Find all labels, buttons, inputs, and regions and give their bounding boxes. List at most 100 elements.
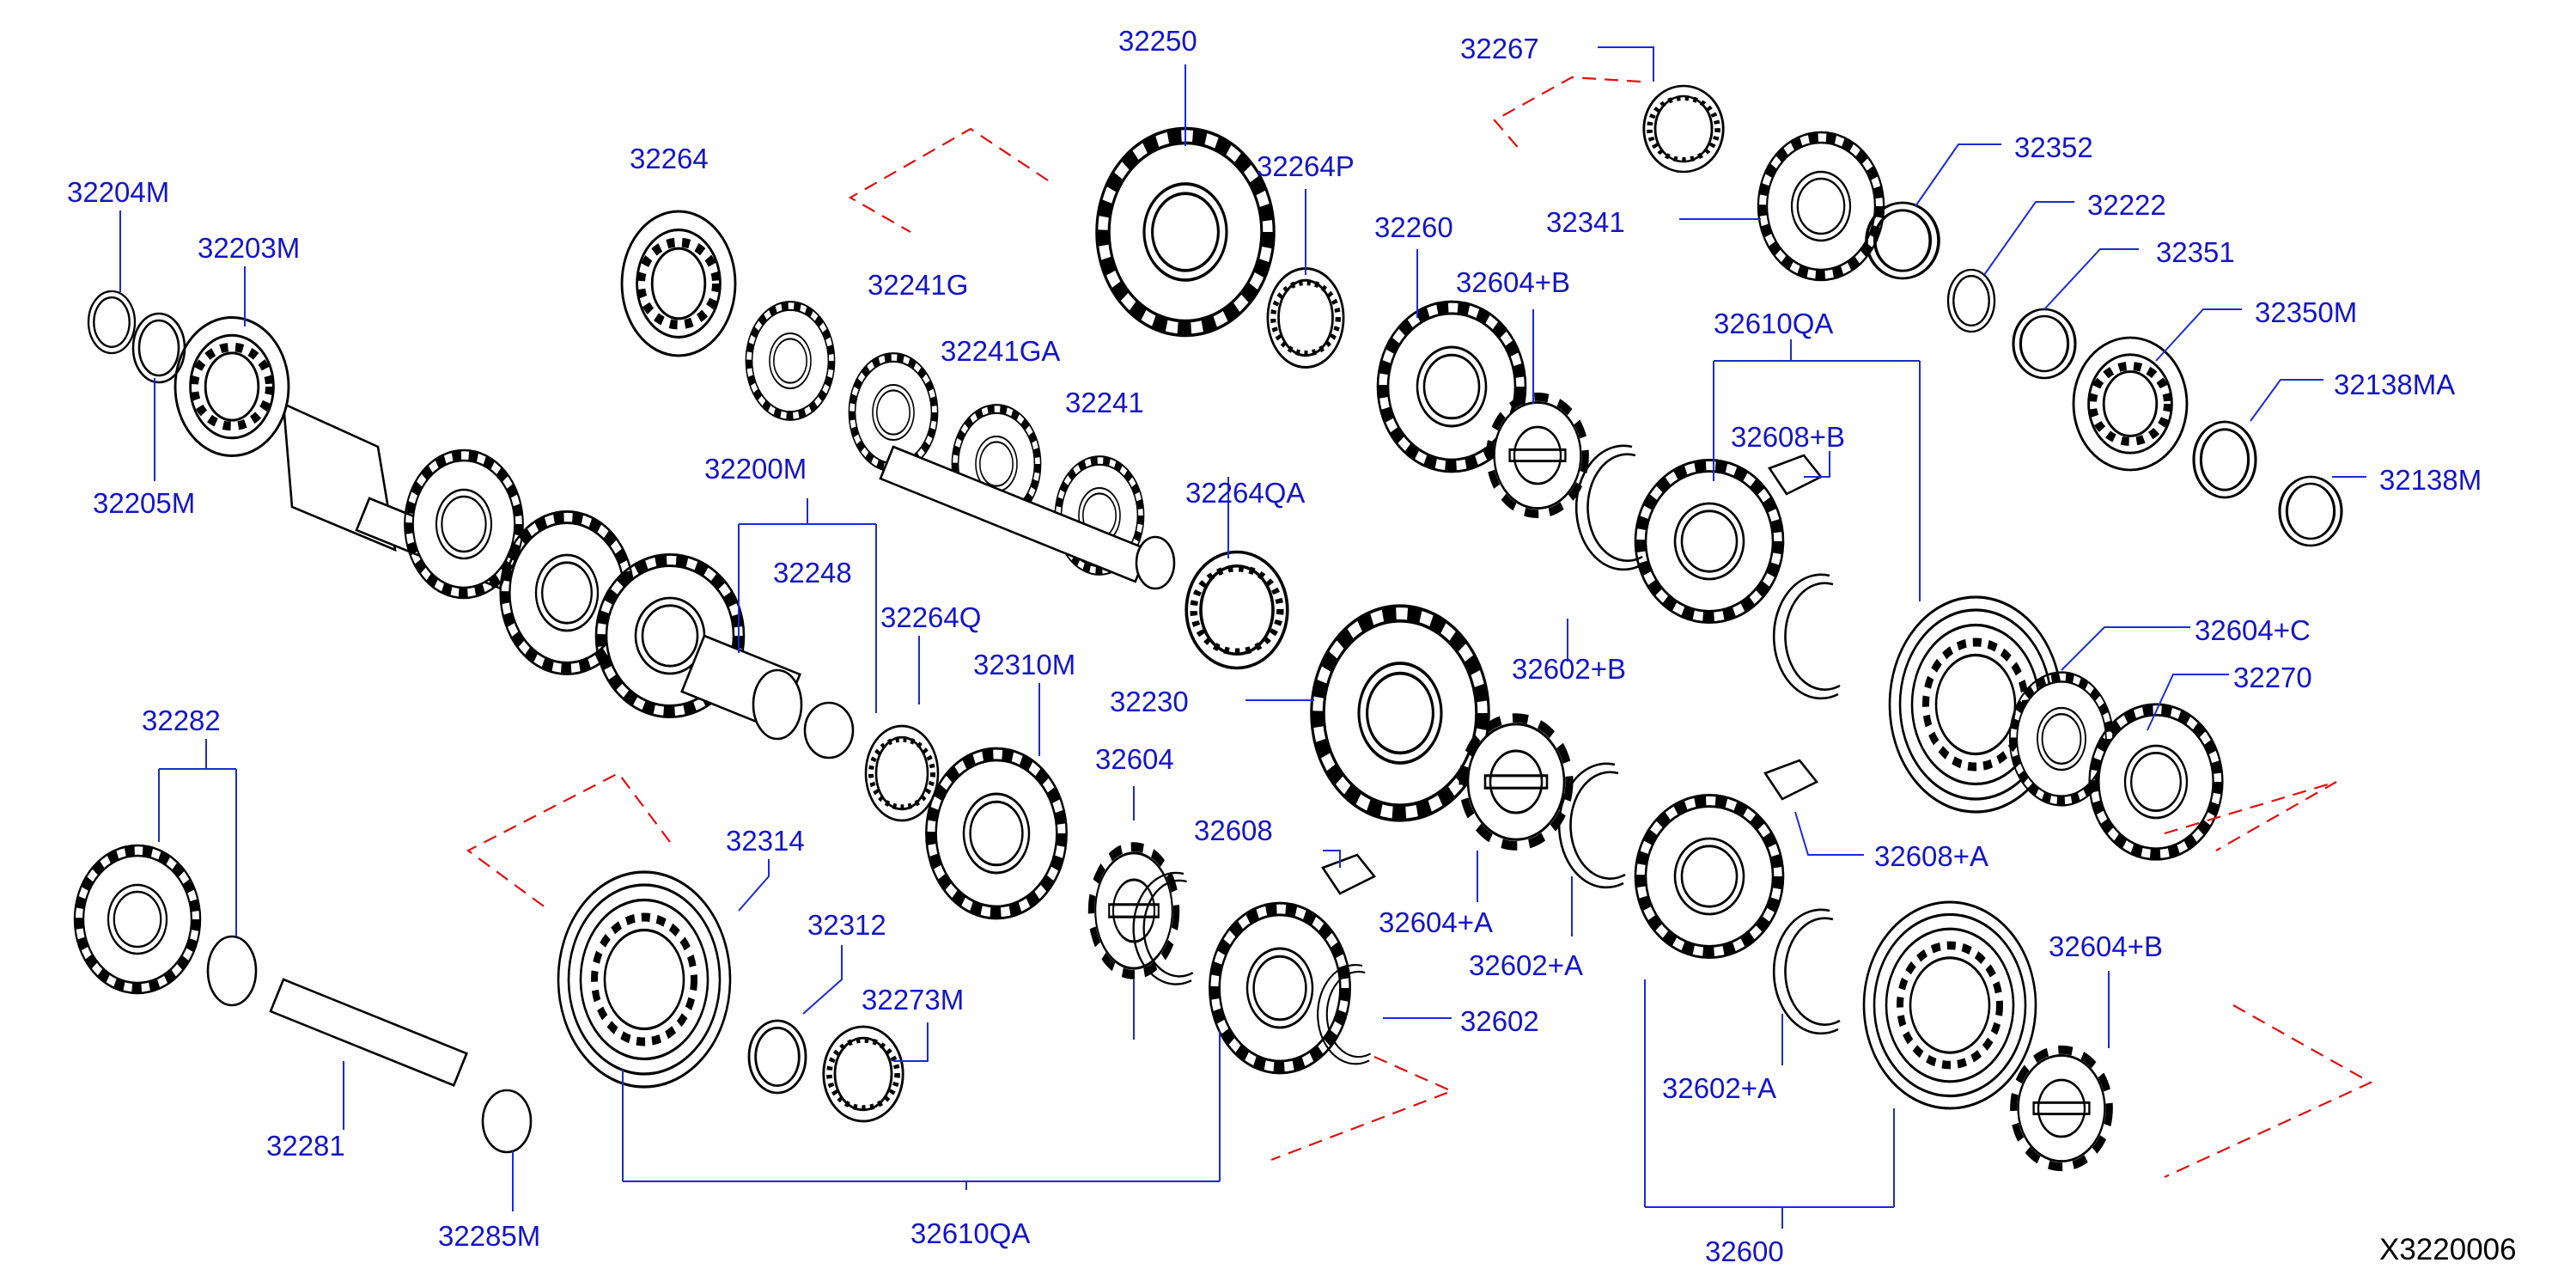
needle-bearing-32264QA <box>1186 552 1288 668</box>
gear-32610QA-upper <box>1635 460 1783 622</box>
part-drawings <box>75 86 2343 1167</box>
leader-line <box>738 498 877 713</box>
leader-lines <box>119 46 2366 1229</box>
leader-line <box>1598 46 1654 82</box>
dashed-separator <box>1270 1055 1454 1162</box>
bush-32267 <box>1644 86 1723 172</box>
part-label: 32604+A <box>1379 906 1493 938</box>
part-label: 32200M <box>704 453 807 485</box>
ring-32138M <box>2278 475 2343 547</box>
leader-line <box>1713 339 1921 601</box>
part-label: 32604 <box>1095 743 1174 775</box>
leader-line <box>1983 201 2074 276</box>
part-label: 32222 <box>2087 189 2166 221</box>
leader-line <box>1794 811 1864 856</box>
part-label: 32602+A <box>1469 949 1583 981</box>
gear-32341 <box>1758 132 1884 280</box>
hub-32604B-lower <box>2013 1050 2110 1167</box>
dashed-separators <box>466 76 2373 1178</box>
leader-line <box>158 739 237 936</box>
part-label: 32248 <box>773 557 852 589</box>
snap-ring-32204M <box>87 290 137 355</box>
part-label: 32341 <box>1546 206 1625 238</box>
part-label: 32604+C <box>2195 614 2311 646</box>
part-label: 32138MA <box>2334 369 2455 400</box>
ring-32351 <box>2012 308 2077 380</box>
leader-line <box>802 945 843 1015</box>
part-label: 32352 <box>2014 131 2093 163</box>
part-label: 32312 <box>807 909 886 941</box>
leader-line <box>2250 379 2323 422</box>
part-label: 32610QA <box>1714 308 1833 339</box>
part-label: 32264Q <box>880 601 981 633</box>
part-label: 32203M <box>198 232 300 264</box>
insert-32608B <box>1768 454 1824 496</box>
needle-bearing-32273M <box>824 1027 903 1121</box>
part-label: 32282 <box>142 705 221 736</box>
part-label: 32602+A <box>1662 1072 1776 1104</box>
leader-line <box>2061 626 2190 671</box>
part-label: 32310M <box>973 649 1075 680</box>
part-label: 32314 <box>726 825 805 857</box>
figure-reference: X3220006 <box>2379 1233 2517 1266</box>
part-label: 32264P <box>1257 150 1355 182</box>
part-label: 32270 <box>2233 662 2312 693</box>
leader-line <box>1915 143 2001 207</box>
part-label: 32267 <box>1460 33 1539 64</box>
snap-ring-32312 <box>747 1019 807 1095</box>
ring-32602B-lower <box>1772 573 1842 700</box>
part-label: 32230 <box>1110 686 1189 717</box>
bearing-32203M <box>175 318 289 456</box>
bush-32282 <box>206 935 258 1007</box>
part-label: 32138M <box>2379 464 2482 496</box>
snap-ring-32205M <box>131 312 186 384</box>
gear-32310M <box>926 748 1066 918</box>
leader-line <box>2155 308 2242 362</box>
leader-line <box>893 1022 929 1062</box>
hub-32604 <box>1091 847 1176 975</box>
part-label: 32241GA <box>941 335 1060 367</box>
part-label: 32264QA <box>1185 477 1305 509</box>
dashed-separator <box>2164 780 2337 851</box>
spacer-32248 <box>803 701 855 760</box>
part-label: 32273M <box>862 984 964 1016</box>
leader-line <box>622 1031 1221 1190</box>
part-label: 32608 <box>1194 814 1273 846</box>
bearing-32350M <box>2074 338 2187 470</box>
part-label: 32250 <box>1118 25 1197 57</box>
part-label: 32351 <box>2156 236 2235 268</box>
part-label: 32264 <box>630 143 709 174</box>
insert-32608 <box>1321 853 1377 895</box>
snap-ring-32222 <box>1946 268 1996 333</box>
sleeve-32314 <box>558 872 730 1087</box>
part-label: 32281 <box>266 1130 345 1162</box>
shaft-32281 <box>269 978 468 1087</box>
leader-line <box>2147 674 2229 731</box>
part-label: 32608+A <box>1874 840 1988 872</box>
ring-32285M <box>481 1089 533 1154</box>
needle-bearing-32264Q <box>866 726 938 821</box>
part-labels: 32204M 32203M 32205M 32264 32241G 32241G… <box>67 25 2482 1267</box>
part-label: 32205M <box>93 487 195 519</box>
gear-32610QA-lower <box>1209 903 1349 1073</box>
part-label: 32260 <box>1374 211 1453 243</box>
main-shaft-drawing <box>282 401 803 741</box>
part-label: 32604+B <box>1456 266 1570 298</box>
part-label: 32350M <box>2255 296 2357 328</box>
part-label: 32602+B <box>1512 653 1626 685</box>
part-label: 32602 <box>1460 1005 1539 1037</box>
leader-line <box>738 859 770 912</box>
needle-bearing-32264P <box>1268 269 1343 368</box>
ring-32138MA <box>2192 420 2257 499</box>
part-label: 32204M <box>67 176 169 208</box>
part-label: 32610QA <box>910 1217 1030 1249</box>
gear-32600 <box>1635 795 1783 957</box>
leader-line <box>1644 979 1895 1229</box>
dashed-separator <box>1493 76 1641 151</box>
part-label: 32241G <box>868 269 968 301</box>
gear-32250 <box>1097 129 1274 336</box>
dashed-separator <box>848 127 1049 233</box>
leader-line <box>2043 248 2139 310</box>
sleeve-32600 <box>1864 902 2036 1108</box>
